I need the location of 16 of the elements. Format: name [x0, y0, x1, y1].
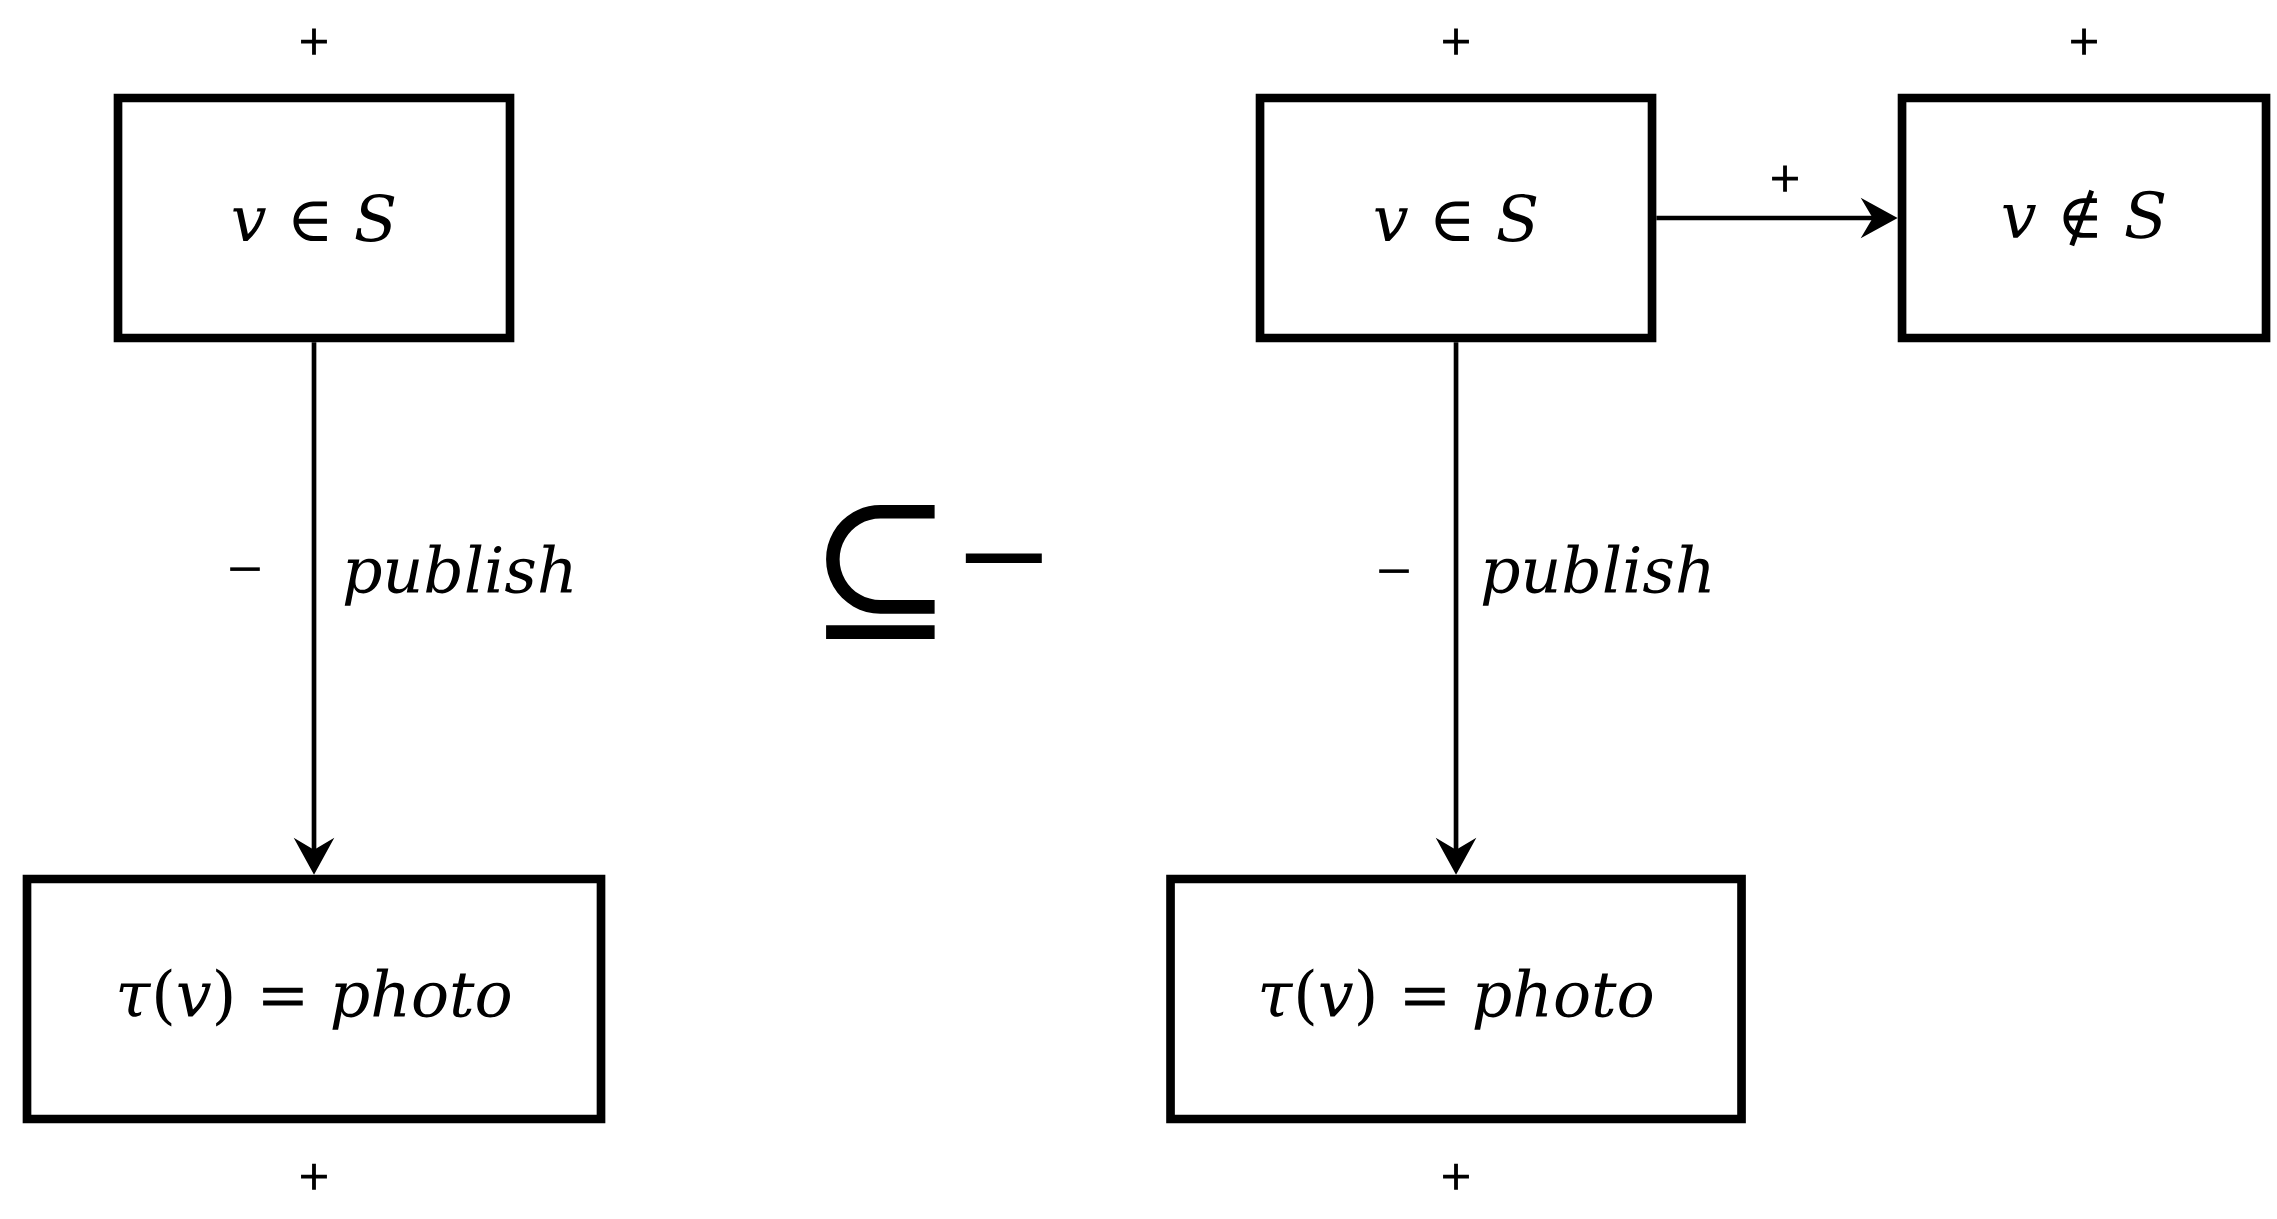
- sign-label: +: [301, 28, 327, 55]
- state-box: v ∈ S: [113, 93, 515, 343]
- edge-label: publish: [1482, 544, 1710, 606]
- state-box: τ(v) = photo: [1166, 874, 1746, 1124]
- sign-label: +: [1443, 28, 1469, 55]
- state-box: v ∉ S: [1897, 93, 2271, 343]
- state-box: v ∈ S: [1255, 93, 1657, 343]
- sign-label: +: [301, 1163, 327, 1190]
- edge-label: +: [1772, 165, 1798, 192]
- sign-label: –: [1379, 569, 1409, 573]
- edge-label: publish: [344, 544, 572, 606]
- sign-label: +: [2071, 28, 2097, 55]
- state-box: τ(v) = photo: [22, 874, 606, 1124]
- sign-label: –: [230, 567, 260, 571]
- relation-symbol: ⊆$^{−}$: [826, 504, 1042, 640]
- sign-label: +: [1443, 1163, 1469, 1190]
